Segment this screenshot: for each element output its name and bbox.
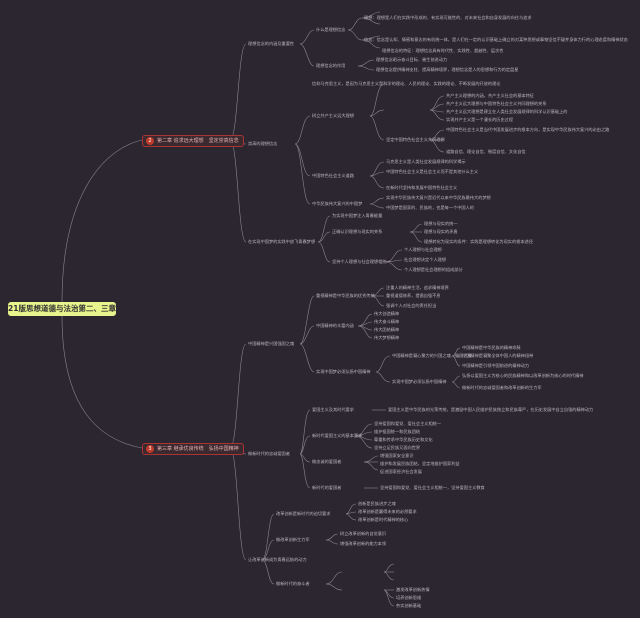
ch3-s1-topic-c[interactable]: 实现中国梦必须弘扬中国精神	[316, 369, 371, 374]
ch3-s2-b-item[interactable]: 坚持立足民族又面向世界	[374, 445, 421, 450]
ch2-s2-topic-d[interactable]: 中华民族伟大复兴的中国梦	[312, 201, 363, 206]
ch3-s1-a-item[interactable]: 注重人的精神生活，追求精神境界	[386, 285, 449, 290]
ch2-s2-topic-a[interactable]: 树立共产主义远大理想	[312, 113, 354, 118]
ch2-s2-c-item[interactable]: 中国特色社会主义是社会主义而不是其他什么主义	[386, 169, 479, 174]
root-topic[interactable]: 21版思想道德与法治第二、三章	[8, 302, 116, 316]
chapter-2-label: 第二章 追求远大理想 坚定崇高信念	[157, 138, 239, 144]
ch2-section-1[interactable]: 理想信念的内涵及重要性	[248, 41, 295, 46]
ch2-s3-b-item[interactable]: 个人理想是社会理想的组成部分	[404, 267, 463, 272]
ch3-s1-c-sub[interactable]: 中国精神是引领中国前进的精神动力	[462, 363, 530, 368]
ch2-s1-b-item[interactable]: 理想信念提供精神支柱、提高精神境界，理想信念是人的思想和行为的定盘星	[376, 67, 519, 72]
chapter-2-number: 2	[146, 137, 154, 145]
ch3-s2-topic-c[interactable]: 做忠诚的爱国者	[312, 459, 342, 464]
ch2-s2-b-item[interactable]: 中国特色社会主义是当代中国发展进步的根本方向，是实现中华民族伟大复兴的必由之路	[446, 127, 610, 132]
ch3-s1-c-sub[interactable]: 中国精神是凝聚全体中国人的精神纽带	[462, 353, 534, 358]
ch3-s2-topic-a[interactable]: 爱国主义及其时代要求	[312, 407, 354, 412]
ch2-s3-a-item[interactable]: 理想转化为现实的条件：实践是理想转化为现实的根本途径	[424, 239, 533, 244]
ch2-s3-b-item[interactable]: 社会理想决定个人理想	[404, 257, 446, 262]
ch3-s2-topic-d[interactable]: 新时代的爱国者	[312, 485, 342, 490]
ch2-s2-intro[interactable]: 信仰马克思主义，是因为马克思主义是科学的理论、人民的理论、实践的理论、不断发展的…	[312, 81, 501, 86]
ch3-s2-a-item[interactable]: 爱国主义是中华民族的光荣传统，是激励中国人民维护民族独立和民族尊严，在历史发展中…	[388, 407, 594, 412]
ch2-s1-a-item[interactable]: 理想信念的特征：理想信念具有时代性、实践性、超越性、层次性	[382, 48, 504, 53]
ch3-s2-topic-b[interactable]: 新时代爱国主义的基本要求	[312, 433, 363, 438]
ch2-s1-a-item[interactable]: 理想：理想是人们在实践中形成的、有实现可能性的、对未来社会和自身发展的向往与追求	[364, 15, 532, 20]
ch3-s3-a-item[interactable]: 改革创新是时代精神的核心	[358, 517, 409, 522]
ch3-s2-c-item[interactable]: 增强国家安全意识	[380, 453, 414, 458]
ch2-s3-topic-b[interactable]: 坚持个人理想与社会理想相统一	[332, 259, 391, 264]
ch3-section-3[interactable]: 让改革创新成为青春远航的动力	[248, 557, 307, 562]
ch3-s1-topic-b[interactable]: 中国精神的丰富内涵	[316, 323, 354, 328]
ch3-s3-b-item[interactable]: 增强改革创新的能力本领	[340, 541, 387, 546]
ch2-s2-a-item[interactable]: 实现共产主义是一个漫长的历史过程	[446, 117, 514, 122]
ch2-s2-topic-b[interactable]: 坚定中国特色社会主义共同理想	[386, 137, 445, 142]
ch2-s3-topic-a[interactable]: 正确认识理想与现实的关系	[332, 229, 383, 234]
ch3-s3-b-item[interactable]: 树立改革创新的自觉意识	[340, 531, 387, 536]
ch3-s2-b-item[interactable]: 坚持爱国和爱党、爱社会主义相统一	[374, 421, 442, 426]
ch2-s2-topic-c[interactable]: 中国特色社会主义道路	[312, 173, 354, 178]
ch2-s1-a-item[interactable]: 信念：信念是认知、情感和意志的有机统一体，是人们在一定的认识基础上确立的对某种思…	[364, 37, 628, 42]
ch3-s1-c-item[interactable]: 中国精神是凝心聚力的兴国之魂、强国之魂	[392, 353, 472, 358]
ch3-s1-b-item[interactable]: 伟大梦想精神	[374, 335, 400, 340]
ch2-section-2[interactable]: 崇高的理想信念	[248, 141, 278, 146]
ch3-s3-topic-a[interactable]: 改革创新是新时代的迫切要求	[276, 511, 331, 516]
ch2-s1-topic-a[interactable]: 什么是理想信念	[316, 27, 346, 32]
chapter-3-number: 3	[146, 445, 154, 453]
ch2-s3-a-item[interactable]: 理想与现实的矛盾	[424, 229, 458, 234]
ch3-s1-b-item[interactable]: 伟大奋斗精神	[374, 319, 400, 324]
ch3-s1-b-item[interactable]: 伟大团结精神	[374, 327, 400, 332]
ch2-s2-a-item[interactable]: 共产主义远大理想是建立在人类社会发展规律的科学认识基础上的	[446, 109, 568, 114]
ch3-section-1[interactable]: 中国精神是兴国强国之魂	[248, 341, 295, 346]
ch3-s2-b-item[interactable]: 维护祖国统一和民族团结	[374, 429, 421, 434]
ch3-s2-c-item[interactable]: 促进国家经济社会发展	[380, 469, 422, 474]
ch3-s1-c-sub[interactable]: 做新时代的忠诚爱国者和改革创新的生力军	[462, 385, 542, 390]
ch2-s3-topic-c[interactable]: 为实现中国梦注入青春能量	[332, 213, 383, 218]
ch2-s1-b-item[interactable]: 理想信念昭示奋斗目标、催生前进动力	[376, 57, 448, 62]
ch3-s3-c-item[interactable]: 激发改革创新热情	[396, 587, 430, 592]
ch2-s2-a-item[interactable]: 共产主义远大理想与中国特色社会主义共同理想的关系	[446, 101, 547, 106]
ch3-s1-topic-a[interactable]: 重视精神是中华民族的优秀传统	[316, 293, 375, 298]
ch2-s2-c-item[interactable]: 马克思主义是人类社会发展规律的科学揭示	[386, 159, 466, 164]
ch2-s3-b-item[interactable]: 个人理想与社会理想	[404, 247, 442, 252]
ch2-s3-a-item[interactable]: 理想与现实的统一	[424, 221, 458, 226]
chapter-2-topic[interactable]: 2 第二章 追求远大理想 坚定崇高信念	[142, 135, 244, 147]
ch3-s3-a-item[interactable]: 改革创新是赢得未来的必然要求	[358, 509, 417, 514]
ch3-s3-topic-c[interactable]: 做新时代的奋斗者	[276, 581, 310, 586]
chapter-3-label: 第三章 继承优良传统 弘扬中国精神	[157, 446, 239, 452]
ch2-s1-topic-b[interactable]: 理想信念的作用	[316, 63, 346, 68]
ch2-s2-c-item[interactable]: 在新时代坚持和发展中国特色社会主义	[386, 185, 458, 190]
ch2-s2-a-item[interactable]: 共产主义理想的内涵，共产主义社会的基本特征	[446, 93, 534, 98]
ch3-s3-c-item[interactable]: 夯实创新基础	[396, 603, 422, 608]
ch3-s1-b-item[interactable]: 伟大创造精神	[374, 311, 400, 316]
ch3-s3-c-item[interactable]: 培养创新思维	[396, 595, 422, 600]
ch3-s1-a-item[interactable]: 强调个人对社会的责任担当	[386, 303, 437, 308]
ch2-s2-d-item[interactable]: 实现中华民族伟大复兴是近代以来中华民族最伟大的梦想	[386, 195, 491, 200]
ch3-s1-c-item[interactable]: 实现中国梦必须弘扬中国精神	[392, 379, 447, 384]
ch3-s2-b-item[interactable]: 尊重和传承中华民族历史和文化	[374, 437, 433, 442]
ch3-section-2[interactable]: 做新时代的忠诚爱国者	[248, 451, 290, 456]
chapter-3-topic[interactable]: 3 第三章 继承优良传统 弘扬中国精神	[142, 443, 244, 455]
ch3-s2-c-item[interactable]: 维护和发展民族团结，坚定地维护国家利益	[380, 461, 460, 466]
ch3-s1-c-sub[interactable]: 弘扬以爱国主义为核心的民族精神和以改革创新为核心的时代精神	[462, 373, 584, 378]
ch2-s2-b-item[interactable]: 道路自信、理论自信、制度自信、文化自信	[446, 149, 526, 154]
ch3-s3-a-item[interactable]: 创新是民族进步之魂	[358, 501, 396, 506]
ch3-s1-a-item[interactable]: 重视道德修养，提倡自强不息	[386, 293, 441, 298]
ch3-s1-c-sub[interactable]: 中国精神是中华民族的精神命脉	[462, 345, 521, 350]
ch3-s2-d-item[interactable]: 坚持爱国和爱党、爱社会主义相统一，坚持爱国主义教育	[380, 485, 485, 490]
ch2-section-3[interactable]: 在实现中国梦的实践中放飞青春梦想	[248, 239, 316, 244]
ch2-s2-d-item[interactable]: 中国梦是国家的、民族的，也是每一个中国人的	[386, 205, 474, 210]
ch3-s3-topic-b[interactable]: 做改革创新生力军	[276, 537, 310, 542]
